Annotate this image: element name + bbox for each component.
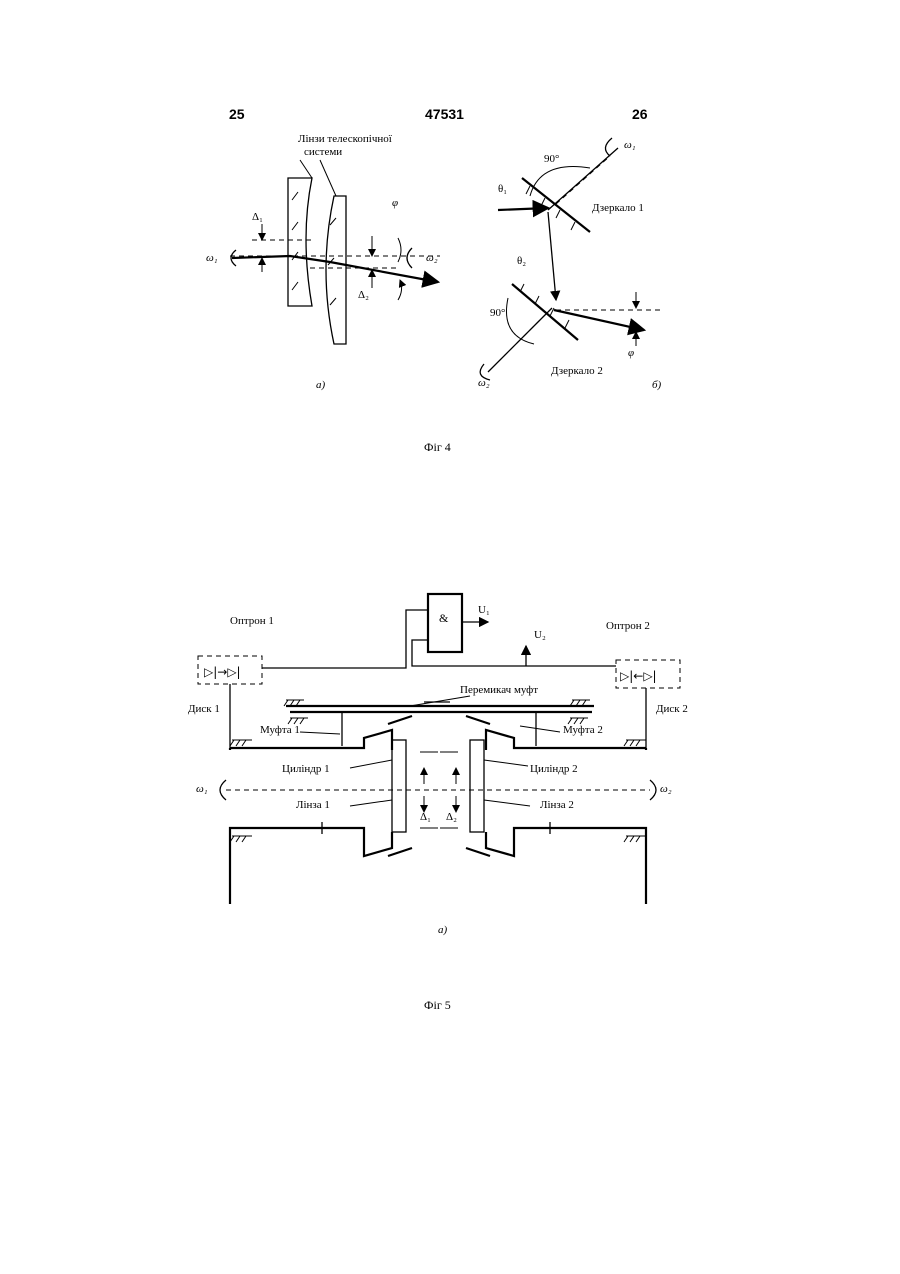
fig4b-theta2: θ₂	[517, 256, 526, 267]
fig4a-delta2: Δ₂	[358, 290, 369, 301]
fig5-delta1: Δ₁	[420, 812, 431, 823]
fig4b-omega2: ω₂	[478, 378, 490, 389]
fig5-clutch2: Муфта 2	[563, 725, 603, 736]
fig5-u1: U₁	[478, 605, 490, 616]
fig4b-angle-bottom: 90°	[490, 308, 505, 319]
fig5-lens1: Лінза 1	[296, 800, 330, 811]
fig4a-omega1: ω₁	[206, 253, 218, 264]
fig4a-lenses-title-line1: Лінзи телескопічної	[298, 134, 392, 145]
fig5-optron1: Оптрон 1	[230, 616, 274, 627]
fig4a-delta1: Δ₁	[252, 212, 263, 223]
fig5-u2: U₂	[534, 630, 546, 641]
fig5-clutch1: Муфта 1	[260, 725, 300, 736]
fig4a-phi: φ	[392, 198, 398, 209]
fig4a-sublabel: а)	[316, 380, 325, 391]
fig4b-omega1: ω₁	[624, 140, 636, 151]
fig5-disk1: Диск 1	[188, 704, 220, 715]
fig4b-phi: φ	[628, 348, 634, 359]
fig5-diagram: ▷|→▷| ▷|←▷|	[198, 594, 680, 904]
fig4b-mirror1: Дзеркало 1	[592, 203, 644, 214]
fig5-and-gate: &	[439, 612, 448, 624]
fig5-disk2: Диск 2	[656, 704, 688, 715]
fig5-cylinder2: Циліндр 2	[530, 764, 578, 775]
fig5-caption: Фіг 5	[424, 998, 451, 1013]
fig5-sublabel: а)	[438, 925, 447, 936]
fig4a-omega2: ω₂	[426, 253, 438, 264]
fig5-optron2: Оптрон 2	[606, 621, 650, 632]
fig5-omega2: ω₂	[660, 784, 672, 795]
fig4a-lenses-title-line2: системи	[304, 147, 342, 158]
svg-text:▷|←▷|: ▷|←▷|	[620, 669, 657, 683]
fig4b-theta1: θ₁	[498, 184, 507, 195]
fig5-omega1: ω₁	[196, 784, 208, 795]
fig4a-diagram	[230, 160, 440, 344]
svg-text:▷|→▷|: ▷|→▷|	[204, 665, 241, 679]
fig4b-sublabel: б)	[652, 380, 661, 391]
fig4b-diagram	[480, 138, 660, 380]
fig4b-mirror2: Дзеркало 2	[551, 366, 603, 377]
fig5-coupling-shifter: Перемикач муфт	[460, 685, 538, 696]
fig5-lens2: Лінза 2	[540, 800, 574, 811]
fig4b-angle-top: 90°	[544, 154, 559, 165]
fig5-cylinder1: Циліндр 1	[282, 764, 330, 775]
fig4-caption: Фіг 4	[424, 440, 451, 455]
fig5-delta2: Δ₂	[446, 812, 457, 823]
